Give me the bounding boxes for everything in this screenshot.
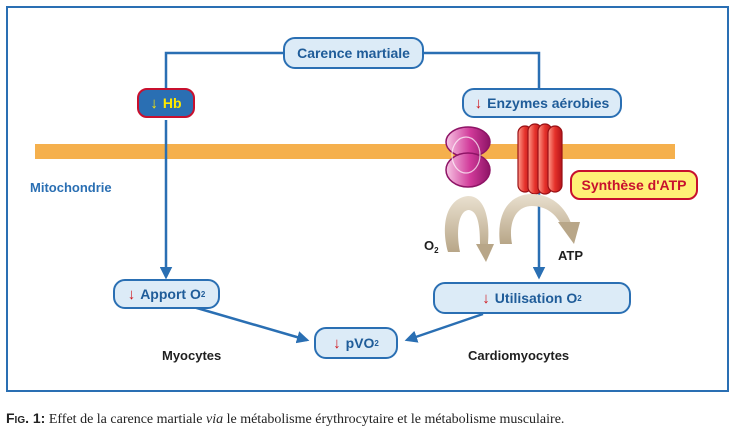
synthese-atp-label: Synthèse d'ATP — [581, 177, 687, 193]
apport-subscript: 2 — [200, 289, 206, 299]
caption-text-before: Effet de la carence martiale — [45, 412, 206, 427]
figure-caption: Fig. 1: Effet de la carence martiale via… — [6, 410, 564, 428]
synthese-atp-box: Synthèse d'ATP — [570, 170, 698, 200]
o2-label: O2 — [424, 238, 439, 255]
caption-fig-number: Fig. 1: — [6, 410, 46, 426]
line-carence-to-hb — [164, 51, 283, 88]
apport-label: Apport O — [140, 286, 201, 302]
arrow-utilisation-to-pvo — [404, 312, 484, 343]
atp-synthase-icon — [517, 123, 563, 195]
down-arrow-icon: ↓ — [127, 285, 136, 303]
arrow-apport-to-pvo — [189, 304, 310, 344]
down-arrow-icon: ↓ — [150, 94, 158, 112]
o2-subscript: 2 — [434, 246, 439, 255]
caption-italic: via — [205, 412, 224, 427]
pink-complex-icon — [445, 126, 491, 188]
utilisation-label: Utilisation O — [494, 290, 578, 306]
pvo-subscript: 2 — [374, 338, 379, 348]
myocytes-label: Myocytes — [162, 348, 222, 363]
down-arrow-icon: ↓ — [333, 334, 341, 352]
mitochondria-membrane — [35, 144, 675, 159]
mitochondrie-label: Mitochondrie — [30, 180, 112, 195]
down-arrow-icon: ↓ — [474, 94, 483, 112]
carence-label: Carence martiale — [297, 45, 410, 61]
utilisation-subscript: 2 — [577, 293, 582, 303]
caption-text-after: le métabolisme érythrocytaire et le méta… — [223, 412, 565, 427]
down-arrow-icon: ↓ — [482, 289, 490, 307]
line-carence-to-enzymes — [424, 51, 541, 88]
enzymes-label: Enzymes aérobies — [487, 95, 610, 111]
hb-label: Hb — [162, 95, 182, 111]
hb-box: ↓ Hb — [137, 88, 195, 118]
o2-text: O — [424, 238, 435, 253]
enzymes-aerobies-box: ↓ Enzymes aérobies — [462, 88, 622, 118]
atp-label: ATP — [558, 248, 584, 263]
pvo-label: pVO — [345, 335, 375, 351]
carence-martiale-box: Carence martiale — [283, 37, 424, 69]
atp-curved-arrow-icon — [499, 194, 580, 244]
cardiomyocytes-label: Cardiomyocytes — [468, 348, 570, 363]
o2-curved-arrow-icon — [444, 196, 494, 262]
